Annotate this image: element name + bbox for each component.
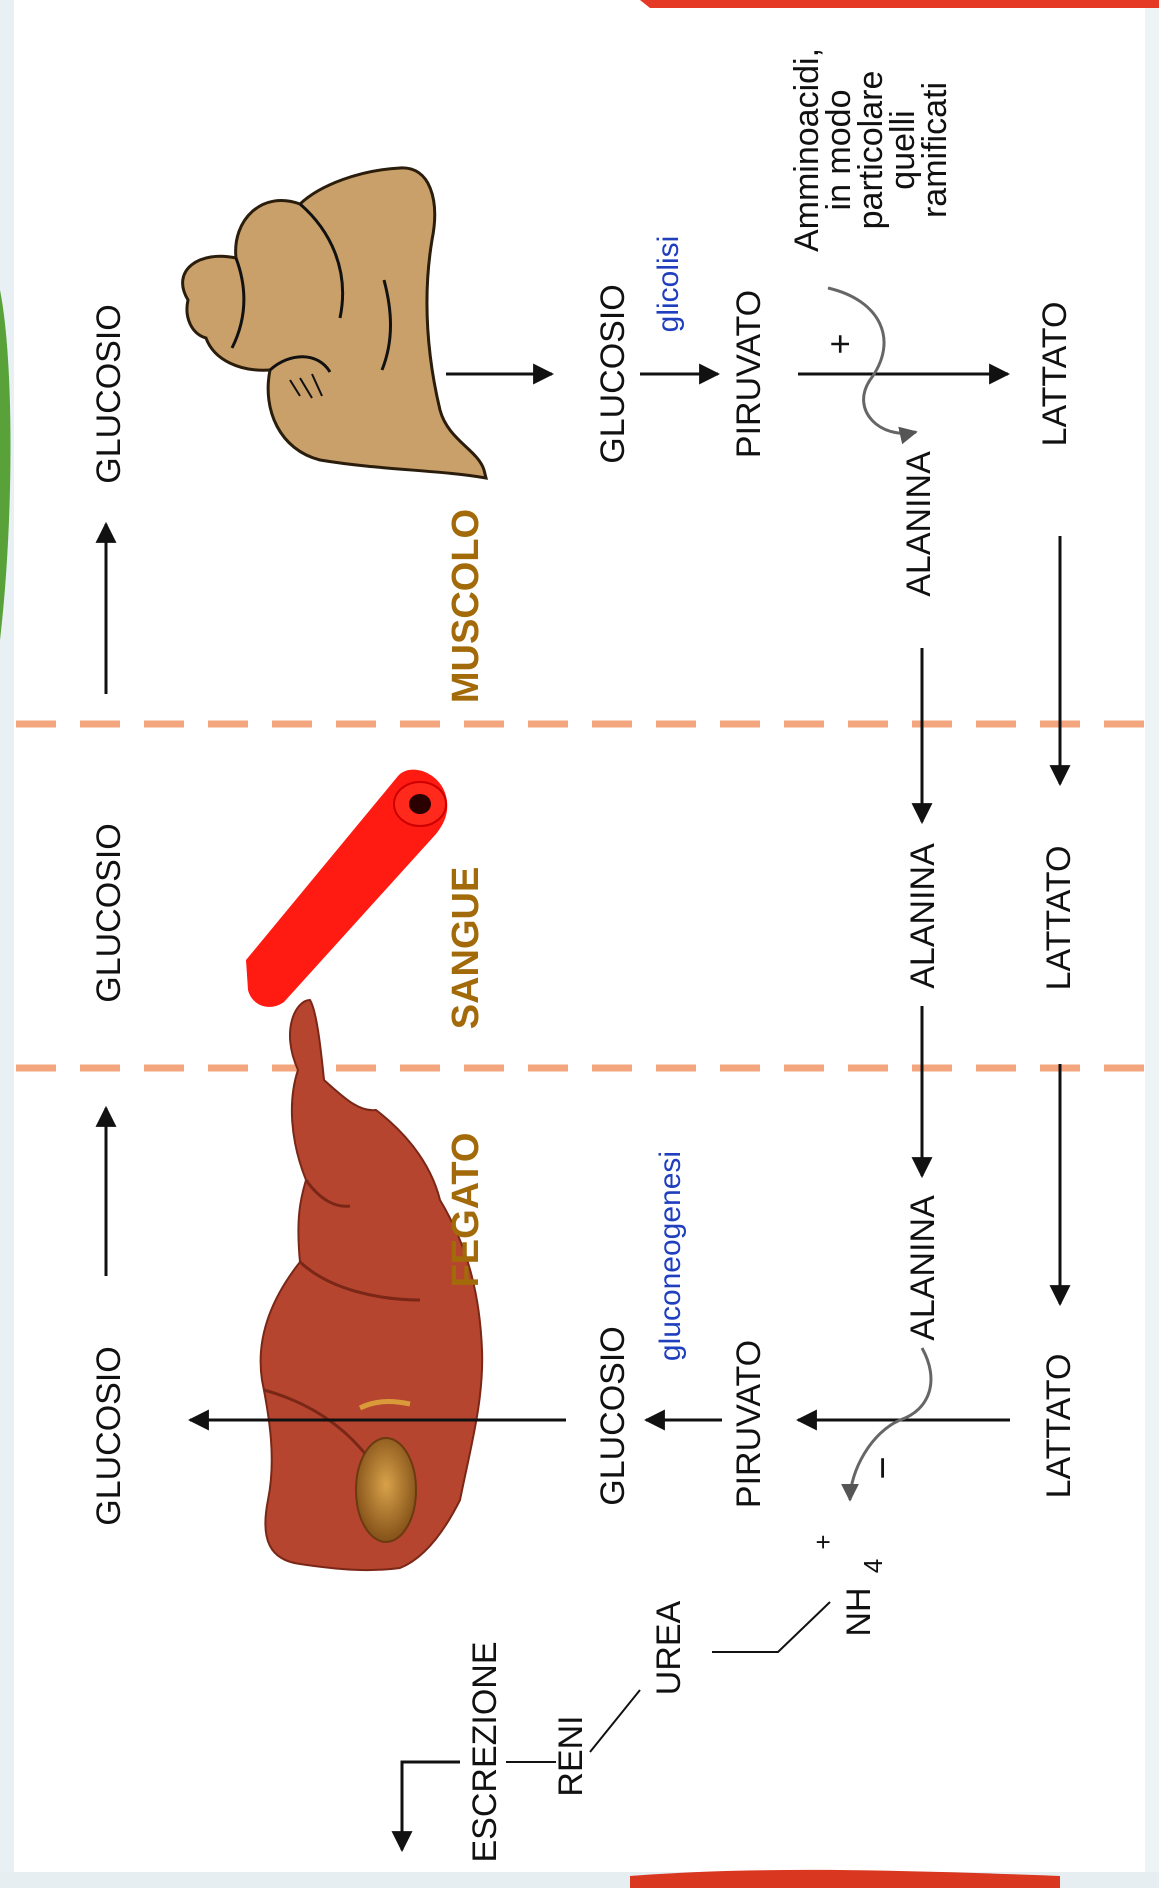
liver-alanine-label: ALANINA — [904, 1195, 942, 1341]
plus-sign: + — [819, 333, 860, 354]
muscle-pyruvate-label: PIRUVATO — [730, 290, 768, 458]
arrow-amino-acids-to-alanine — [828, 288, 916, 433]
minus-sign: − — [861, 1456, 905, 1479]
top-decoration — [640, 0, 1159, 8]
excretion-label: ESCREZIONE — [466, 1641, 504, 1862]
liver-glucose-label: GLUCOSIO — [594, 1326, 632, 1505]
organ-label-blood: SANGUE — [445, 867, 487, 1030]
ammonium-superscript: + — [808, 1534, 838, 1549]
liver-glucose-out-label: GLUCOSIO — [90, 1346, 128, 1525]
glycolysis-label: glicolisi — [652, 236, 685, 333]
muscle-alanine-label: ALANINA — [900, 451, 938, 597]
amino-acids-line-5: ramificati — [916, 82, 954, 218]
ammonium-label: NH 4 + — [808, 1534, 888, 1636]
blood-glucose-label: GLUCOSIO — [90, 823, 128, 1002]
amino-acids-label: Amminoacidi, in modo particolare quelli … — [788, 48, 954, 252]
liver-lactate-label: LATTATO — [1040, 1354, 1078, 1499]
muscle-glucose-in-label: GLUCOSIO — [90, 304, 128, 483]
liver-pyruvate-label: PIRUVATO — [730, 1340, 768, 1508]
organ-label-muscle: MUSCOLO — [445, 509, 487, 703]
connector-urea-to-kidneys — [590, 1690, 640, 1752]
blood-lactate-label: LATTATO — [1040, 846, 1078, 991]
muscle-lactate-label: LATTATO — [1036, 302, 1074, 447]
right-border — [1145, 0, 1159, 1888]
blood-vessel-icon — [246, 770, 447, 1007]
connector-ammonium-to-urea — [712, 1602, 830, 1652]
urea-label: UREA — [650, 1600, 688, 1695]
arrow-excretion — [402, 1762, 460, 1850]
muscle-icon — [183, 168, 486, 478]
left-border — [0, 0, 14, 1888]
organ-label-liver: FEGATO — [445, 1133, 487, 1288]
blood-alanine-label: ALANINA — [904, 843, 942, 989]
ammonium-subscript: 4 — [858, 1559, 888, 1573]
muscle-glucose-label: GLUCOSIO — [594, 284, 632, 463]
kidneys-label: RENI — [552, 1715, 590, 1796]
ammonium-base: NH — [840, 1587, 878, 1636]
gluconeogenesis-label: gluconeogenesi — [654, 1151, 687, 1361]
